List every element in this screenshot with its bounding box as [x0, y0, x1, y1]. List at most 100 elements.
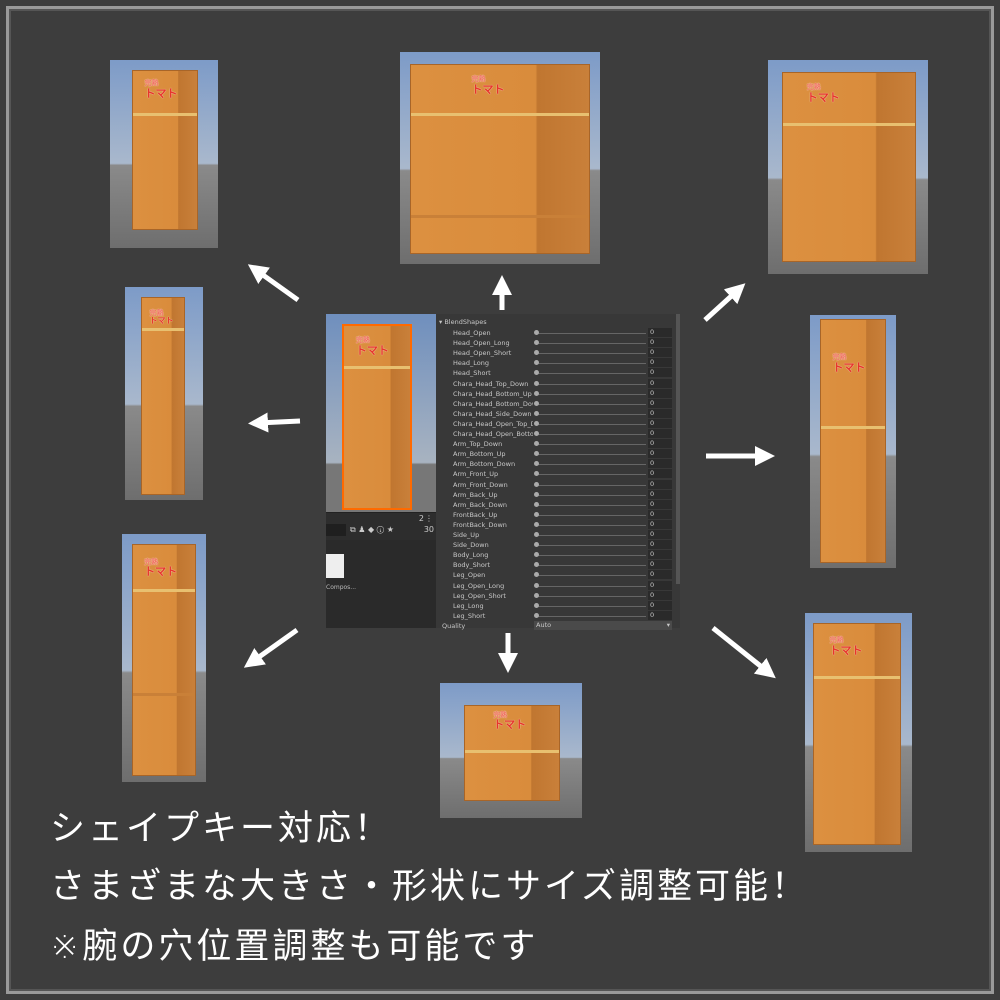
slider-handle[interactable] [534, 420, 539, 426]
blendshape-slider[interactable] [536, 423, 646, 425]
blendshape-slider[interactable] [536, 494, 646, 496]
slider-handle[interactable] [534, 521, 539, 527]
blendshape-slider[interactable] [536, 474, 646, 476]
blendshape-value-field[interactable]: 0 [648, 600, 672, 610]
box-label: トマト [829, 643, 863, 657]
blendshape-slider[interactable] [536, 413, 646, 415]
blendshape-slider[interactable] [536, 343, 646, 345]
blendshapes-foldout[interactable]: ▾ BlendShapes [439, 318, 487, 326]
slider-handle[interactable] [534, 461, 539, 467]
blendshape-value-field[interactable]: 0 [648, 580, 672, 590]
blendshape-value-field[interactable]: 0 [648, 560, 672, 570]
slider-handle[interactable] [534, 501, 539, 507]
slider-handle[interactable] [534, 410, 539, 416]
blendshape-value-field[interactable]: 0 [648, 449, 672, 459]
blendshape-value-field[interactable]: 0 [648, 530, 672, 539]
blendshape-slider[interactable] [536, 535, 646, 536]
blendshape-slider[interactable] [536, 484, 646, 486]
slider-handle[interactable] [534, 390, 539, 396]
blendshape-slider[interactable] [536, 524, 646, 526]
blendshape-value-field[interactable]: 0 [648, 499, 672, 509]
slider-handle[interactable] [534, 491, 539, 497]
blendshape-slider[interactable] [536, 595, 646, 597]
blendshape-value-field[interactable]: 0 [648, 388, 672, 398]
blendshape-slider[interactable] [536, 555, 646, 557]
blendshape-slider[interactable] [536, 383, 646, 385]
blendshape-slider[interactable] [536, 403, 646, 405]
blendshape-value-field[interactable]: 0 [648, 610, 672, 620]
slider-handle[interactable] [534, 552, 539, 558]
blendshape-slider[interactable] [536, 353, 646, 355]
blendshape-value-field[interactable]: 0 [648, 368, 672, 378]
slider-handle[interactable] [534, 360, 539, 366]
slider-handle[interactable] [534, 562, 539, 568]
blendshape-value-field[interactable]: 0 [648, 519, 672, 529]
slider-handle[interactable] [534, 602, 539, 608]
slider-handle[interactable] [534, 592, 539, 598]
blendshape-slider[interactable] [536, 373, 646, 375]
blendshape-slider[interactable] [536, 454, 646, 456]
blendshape-value-field[interactable]: 0 [648, 408, 672, 418]
blendshape-slider[interactable] [536, 545, 646, 547]
blendshape-value-field[interactable]: 0 [648, 439, 672, 449]
blendshape-slider[interactable] [536, 393, 646, 395]
slider-handle[interactable] [534, 441, 539, 447]
search-field[interactable] [326, 524, 346, 536]
blendshape-slider[interactable] [536, 605, 646, 607]
slider-handle[interactable] [534, 370, 539, 376]
slider-handle[interactable] [534, 481, 539, 487]
blendshape-value-field[interactable]: 0 [648, 378, 672, 388]
quality-dropdown[interactable]: Auto▾ [534, 621, 672, 630]
slider-handle[interactable] [534, 471, 539, 477]
blendshape-value-field[interactable]: 0 [648, 398, 672, 408]
file-icon[interactable] [326, 554, 344, 578]
slider-handle[interactable] [534, 400, 539, 406]
blendshape-value-field[interactable]: 0 [648, 489, 672, 499]
slider-handle[interactable] [534, 451, 539, 457]
slider-handle[interactable] [534, 380, 539, 386]
blendshape-value-field[interactable]: 0 [648, 348, 672, 358]
blendshape-slider[interactable] [536, 585, 646, 587]
scrollbar[interactable] [676, 314, 680, 584]
blendshape-slider[interactable] [536, 333, 646, 334]
slider-handle[interactable] [534, 542, 539, 548]
blendshape-value-field[interactable]: 0 [648, 570, 672, 580]
blendshape-value-field[interactable]: 0 [648, 429, 672, 438]
blendshape-value-field[interactable]: 0 [648, 338, 672, 348]
more-icon[interactable]: ⋮ [425, 514, 433, 523]
blendshape-value-field[interactable]: 0 [648, 479, 672, 489]
asset-name[interactable]: Compos... [326, 584, 357, 591]
slider-handle[interactable] [534, 511, 539, 517]
blendshape-slider[interactable] [536, 434, 646, 435]
hidden-count[interactable]: 30 [423, 525, 434, 534]
blendshape-value-field[interactable]: 0 [648, 469, 672, 479]
blendshape-value-field[interactable]: 0 [648, 328, 672, 337]
slider-handle[interactable] [534, 340, 539, 346]
blendshape-value-field[interactable]: 0 [648, 358, 672, 368]
blendshape-slider[interactable] [536, 575, 646, 577]
slider-handle[interactable] [534, 582, 539, 588]
blendshape-value-field[interactable]: 0 [648, 550, 672, 560]
slider-handle[interactable] [534, 350, 539, 356]
slider-handle[interactable] [534, 330, 539, 335]
blendshape-value-field[interactable]: 0 [648, 459, 672, 469]
slider-handle[interactable] [534, 431, 539, 436]
blendshape-value-field[interactable]: 0 [648, 418, 672, 428]
blendshape-slider[interactable] [536, 464, 646, 466]
slider-handle[interactable] [534, 572, 539, 578]
blendshape-value-field[interactable]: 0 [648, 590, 672, 600]
blendshape-name: Head_Short [453, 369, 491, 378]
blendshape-slider[interactable] [536, 444, 646, 446]
blendshape-slider[interactable] [536, 504, 646, 506]
blendshape-slider[interactable] [536, 514, 646, 516]
toolbar-icons[interactable]: ⧉ ♟ ◆ ⓘ ★ [350, 525, 394, 534]
slider-handle[interactable] [534, 612, 539, 618]
blendshape-slider[interactable] [536, 615, 646, 617]
selected-box-model[interactable]: 完熟トマト [342, 324, 412, 510]
blendshape-value-field[interactable]: 0 [648, 509, 672, 519]
slider-handle[interactable] [534, 532, 539, 537]
blendshape-value-field[interactable]: 0 [648, 540, 672, 550]
blendshape-slider[interactable] [536, 363, 646, 365]
blendshape-slider[interactable] [536, 565, 646, 567]
